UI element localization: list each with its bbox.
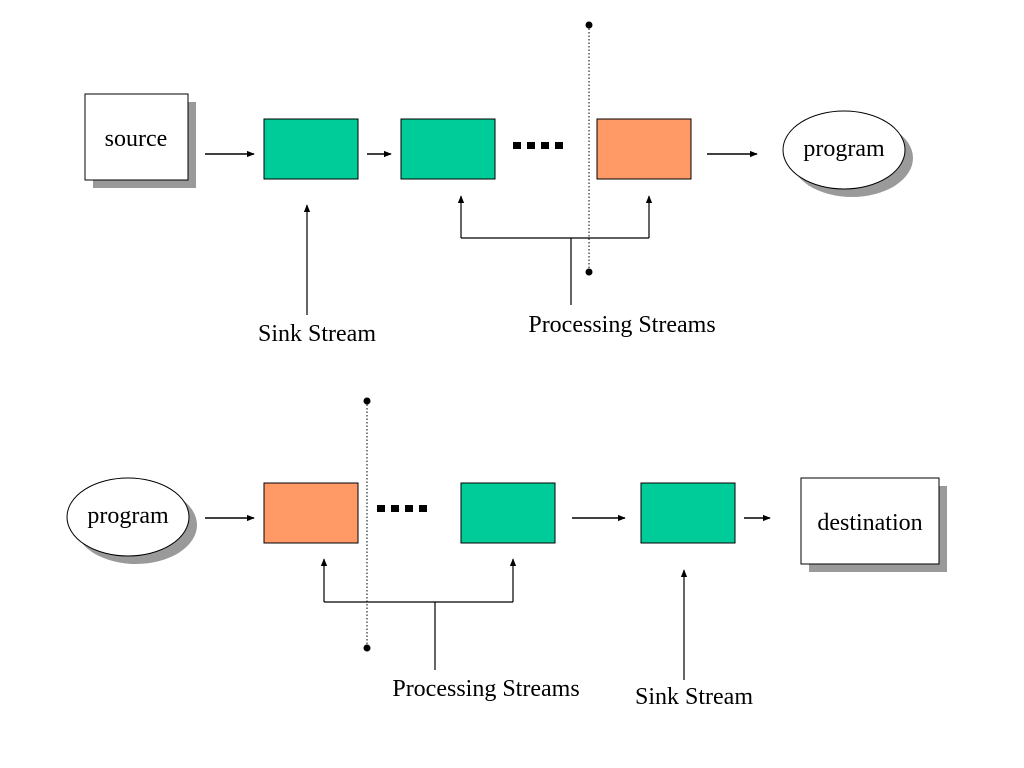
top-last-processing-stream-box	[596, 118, 692, 180]
bottom-processing-stream-box	[460, 482, 556, 544]
top-processing-bracket	[461, 237, 649, 305]
bottom-program-ellipse: program	[66, 477, 197, 564]
program-label: program	[803, 136, 885, 162]
bottom-ellipsis	[377, 505, 427, 512]
top-divider-endpoint-upper	[585, 21, 593, 29]
bottom-program-label: program	[87, 503, 169, 529]
bottom-divider-endpoint-upper	[363, 397, 371, 405]
bottom-destination-box: destination	[800, 477, 947, 572]
top-sink-stream-label: Sink Stream	[258, 321, 376, 347]
program-ellipse	[782, 110, 906, 190]
bottom-processing-streams-label: Processing Streams	[392, 676, 579, 702]
destination-label: destination	[817, 510, 922, 536]
source-rect	[84, 93, 189, 181]
bottom-sink-stream-box	[640, 482, 736, 544]
top-source-box: source	[84, 93, 196, 188]
top-sink-stream-box	[263, 118, 359, 180]
destination-rect	[800, 477, 940, 565]
top-ellipsis	[513, 142, 563, 149]
top-divider-endpoint-lower	[585, 268, 593, 276]
top-processing-stream-box	[400, 118, 496, 180]
bottom-divider-endpoint-lower	[363, 644, 371, 652]
bottom-first-processing-stream-box	[263, 482, 359, 544]
top-processing-streams-label: Processing Streams	[528, 312, 715, 338]
bottom-sink-stream-label: Sink Stream	[635, 684, 753, 710]
bottom-program-ellipse-shape	[66, 477, 190, 557]
bottom-processing-bracket	[324, 601, 513, 670]
source-label: source	[105, 126, 168, 152]
top-program-ellipse: program	[782, 110, 913, 197]
